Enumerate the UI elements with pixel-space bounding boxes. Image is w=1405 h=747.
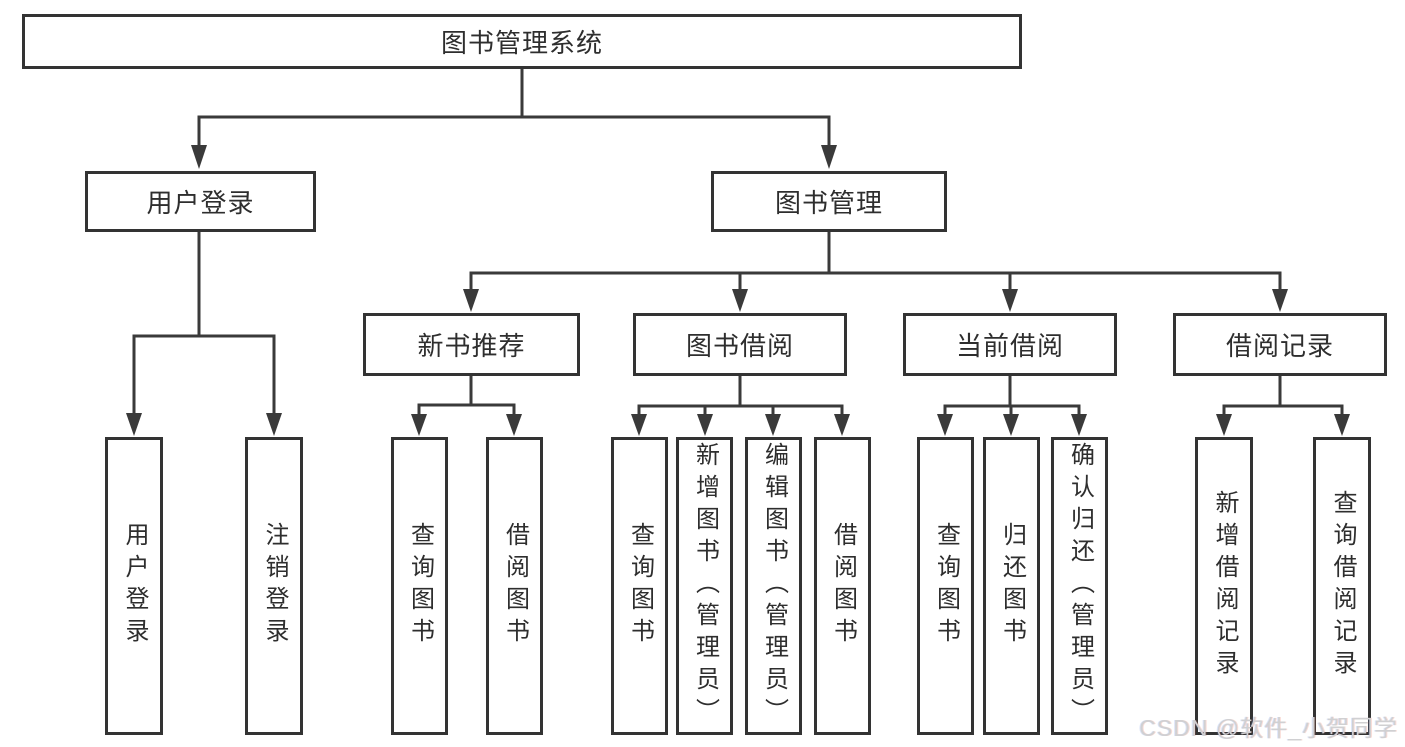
node-label: 借阅记录 [1225,331,1334,361]
node-root: 图书管理系统 [22,14,1022,69]
node-label: 新增图书（管理员） [691,442,719,730]
node-leaf-bookborrow-borrow: 借阅图书 [814,437,871,735]
node-book-borrow: 图书借阅 [633,313,847,376]
node-label: 图书借阅 [685,331,794,361]
node-label: 用户登录 [121,522,148,650]
watermark: CSDN @软件_小贺同学 [1139,715,1398,741]
node-leaf-current-return: 归还图书 [983,437,1040,735]
node-leaf-newbook-borrow: 借阅图书 [486,437,543,735]
node-leaf-user-login: 用户登录 [105,437,163,735]
node-label: 查询借阅记录 [1329,490,1356,682]
node-label: 借阅图书 [501,522,529,650]
node-label: 新书推荐 [417,331,526,361]
connector-user-login-to-leaves [126,232,282,436]
node-label: 借阅图书 [829,522,857,650]
node-label: 注销登录 [261,522,288,650]
connector-book-borrow-to-leaves [631,376,850,436]
node-label: 查询图书 [626,522,654,650]
node-label: 图书管理系统 [440,28,603,58]
node-leaf-bookborrow-query: 查询图书 [611,437,668,735]
connector-new-book-recommend-to-leaves [411,376,522,436]
connector-current-borrow-to-leaves [937,376,1087,436]
node-new-book-recommend: 新书推荐 [363,313,580,376]
node-label: 查询图书 [932,522,960,650]
node-leaf-logout: 注销登录 [245,437,303,735]
node-leaf-bookborrow-add-admin: 新增图书（管理员） [676,437,733,735]
node-leaf-newbook-query: 查询图书 [391,437,448,735]
node-label: 归还图书 [998,522,1026,650]
node-user-login: 用户登录 [85,171,316,232]
node-label: 查询图书 [406,522,434,650]
node-label: 图书管理 [774,188,883,218]
node-current-borrow: 当前借阅 [903,313,1117,376]
node-label: 用户登录 [146,188,255,218]
connector-borrow-record-to-leaves [1216,376,1350,436]
node-book-management: 图书管理 [711,171,947,232]
node-leaf-current-query: 查询图书 [917,437,974,735]
connector-book-management-to-level3 [463,232,1288,312]
node-label: 新增借阅记录 [1211,490,1238,682]
node-leaf-record-add: 新增借阅记录 [1195,437,1253,735]
node-leaf-record-query: 查询借阅记录 [1313,437,1371,735]
node-leaf-bookborrow-edit-admin: 编辑图书（管理员） [745,437,802,735]
node-label: 编辑图书（管理员） [760,442,788,730]
node-label: 确认归还（管理员） [1066,442,1094,730]
connector-root-to-level2 [191,69,837,169]
node-borrow-record: 借阅记录 [1173,313,1387,376]
node-leaf-current-confirm-admin: 确认归还（管理员） [1051,437,1108,735]
node-label: 当前借阅 [955,331,1064,361]
